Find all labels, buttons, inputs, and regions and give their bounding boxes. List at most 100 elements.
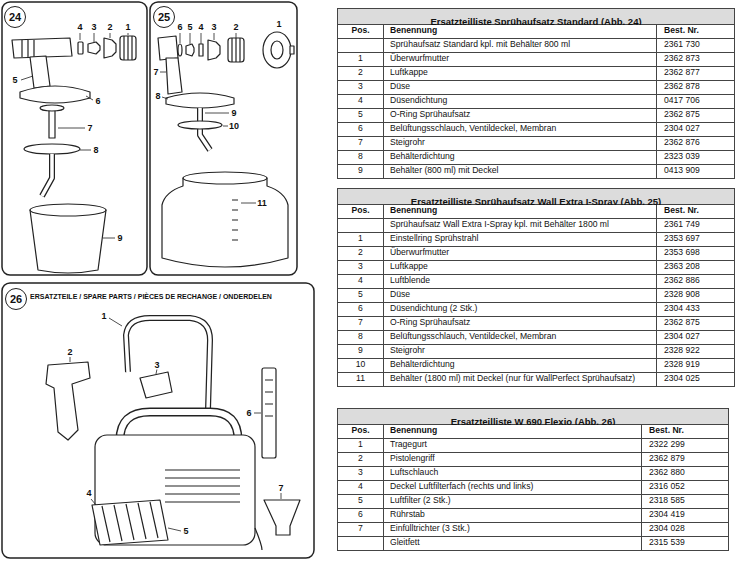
column-rule — [641, 453, 642, 466]
callout-number: 1 — [124, 23, 131, 32]
part-name: Tragegurt — [390, 440, 637, 450]
column-rule — [656, 331, 657, 344]
callout-number: 2 — [232, 23, 239, 32]
order-number: 2316 052 — [649, 482, 726, 492]
table-row: 7Einfülltrichter (3 Stk.)2304 028 — [337, 523, 729, 537]
column-rule — [656, 81, 657, 94]
column-rule — [383, 373, 384, 386]
position-number: 6 — [338, 304, 383, 314]
table-row: 4Luftblende2362 886 — [337, 275, 735, 289]
column-rule — [383, 123, 384, 136]
order-number: 2353 697 — [664, 234, 732, 244]
callout-number: 9 — [116, 234, 123, 243]
order-number: 0417 706 — [664, 96, 732, 106]
position-number: 4 — [338, 96, 383, 106]
column-rule — [383, 205, 384, 218]
column-rule — [641, 467, 642, 480]
table-row: 5Düse2328 908 — [337, 289, 735, 303]
column-header: Best. Nr. — [649, 426, 726, 436]
position-number: 2 — [338, 248, 383, 258]
position-number: 9 — [338, 166, 383, 176]
column-header: Best. Nr. — [664, 206, 732, 216]
part-name: Steigrohr — [390, 138, 652, 148]
callout-number: 1 — [100, 312, 107, 321]
table-row: 11Behälter (1800 ml) mit Deckel (nur für… — [337, 373, 735, 387]
panel-frame — [2, 2, 147, 275]
table-row: 2Pistolengriff2362 879 — [337, 453, 729, 467]
order-number: 2362 879 — [649, 454, 726, 464]
position-number: 2 — [338, 68, 383, 78]
position-number: 8 — [338, 332, 383, 342]
column-rule — [383, 467, 384, 480]
position-number: 3 — [338, 262, 383, 272]
part-name: Pistolengriff — [390, 454, 637, 464]
callout-number: 7 — [152, 68, 159, 77]
order-number: 2362 877 — [664, 68, 732, 78]
callout-number: 2 — [106, 23, 113, 32]
part-name: Überwurfmutter — [390, 54, 652, 64]
table-row: Pos.BenennungBest. Nr. — [337, 425, 729, 439]
table-row: 4Düsendichtung0417 706 — [337, 95, 735, 109]
panel-frame — [150, 2, 297, 275]
column-rule — [383, 95, 384, 108]
part-name: O-Ring Sprühaufsatz — [390, 318, 652, 328]
table-row: 6Belüftungsschlauch, Ventildeckel, Membr… — [337, 123, 735, 137]
column-rule — [383, 137, 384, 150]
part-name: Sprühaufsatz Wall Extra I-Spray kpl. mit… — [390, 220, 652, 230]
column-rule — [383, 261, 384, 274]
order-number: 2363 208 — [664, 262, 732, 272]
table-row: 1Überwurfmutter2362 873 — [337, 53, 735, 67]
part-name: Einfülltrichter (3 Stk.) — [390, 524, 637, 534]
part-name: Überwurfmutter — [390, 248, 652, 258]
part-name: Behälterdichtung — [390, 360, 652, 370]
part-name: Steigrohr — [390, 346, 652, 356]
position-number: 3 — [338, 82, 383, 92]
position-number: 10 — [338, 360, 383, 370]
order-number: 2362 880 — [649, 468, 726, 478]
column-rule — [383, 523, 384, 536]
column-rule — [383, 439, 384, 452]
position-number: 6 — [338, 510, 383, 520]
table-title-band: Ersatzteilliste W 690 Flexio (Abb. 26) — [337, 408, 729, 425]
part-name: Düse — [390, 290, 652, 300]
part-name: Belüftungsschlauch, Ventildeckel, Membra… — [390, 124, 652, 134]
order-number: 2362 875 — [664, 318, 732, 328]
position-number: 9 — [338, 346, 383, 356]
part-name: Luftkappe — [390, 68, 652, 78]
column-rule — [383, 425, 384, 438]
part-name: Behälterdichtung — [390, 152, 652, 162]
column-rule — [383, 67, 384, 80]
table-row: 7Steigrohr2362 876 — [337, 137, 735, 151]
column-rule — [641, 537, 642, 550]
column-rule — [656, 151, 657, 164]
column-rule — [656, 359, 657, 372]
position-number: 1 — [338, 440, 383, 450]
part-name: Luftschlauch — [390, 468, 637, 478]
column-rule — [383, 39, 384, 52]
table-row: 6Rührstab2304 419 — [337, 509, 729, 523]
order-number: 2361 749 — [664, 220, 732, 230]
leader-lines — [70, 318, 281, 531]
column-rule — [641, 523, 642, 536]
column-rule — [656, 109, 657, 122]
callout-number: 5 — [11, 76, 18, 85]
part-name: Deckel Luftfilterfach (rechts und links) — [390, 482, 637, 492]
order-number: 2304 028 — [649, 524, 726, 534]
column-rule — [656, 137, 657, 150]
callout-number: 4 — [85, 489, 92, 498]
column-header: Pos. — [338, 206, 383, 216]
order-number: 2304 027 — [664, 332, 732, 342]
table-row: 7O-Ring Sprühaufsatz2362 875 — [337, 317, 735, 331]
table-title-band: Ersatzteilliste Sprühaufsatz Wall Extra … — [337, 188, 735, 205]
column-rule — [641, 495, 642, 508]
part-name: Einstellring Sprühstrahl — [390, 234, 652, 244]
order-number: 2318 585 — [649, 496, 726, 506]
column-rule — [383, 109, 384, 122]
column-rule — [383, 165, 384, 178]
position-number: 3 — [338, 468, 383, 478]
table-row: 8Behälterdichtung2323 039 — [337, 151, 735, 165]
table-row: 9Steigrohr2328 922 — [337, 345, 735, 359]
order-number: 2353 698 — [664, 248, 732, 258]
column-rule — [383, 537, 384, 550]
